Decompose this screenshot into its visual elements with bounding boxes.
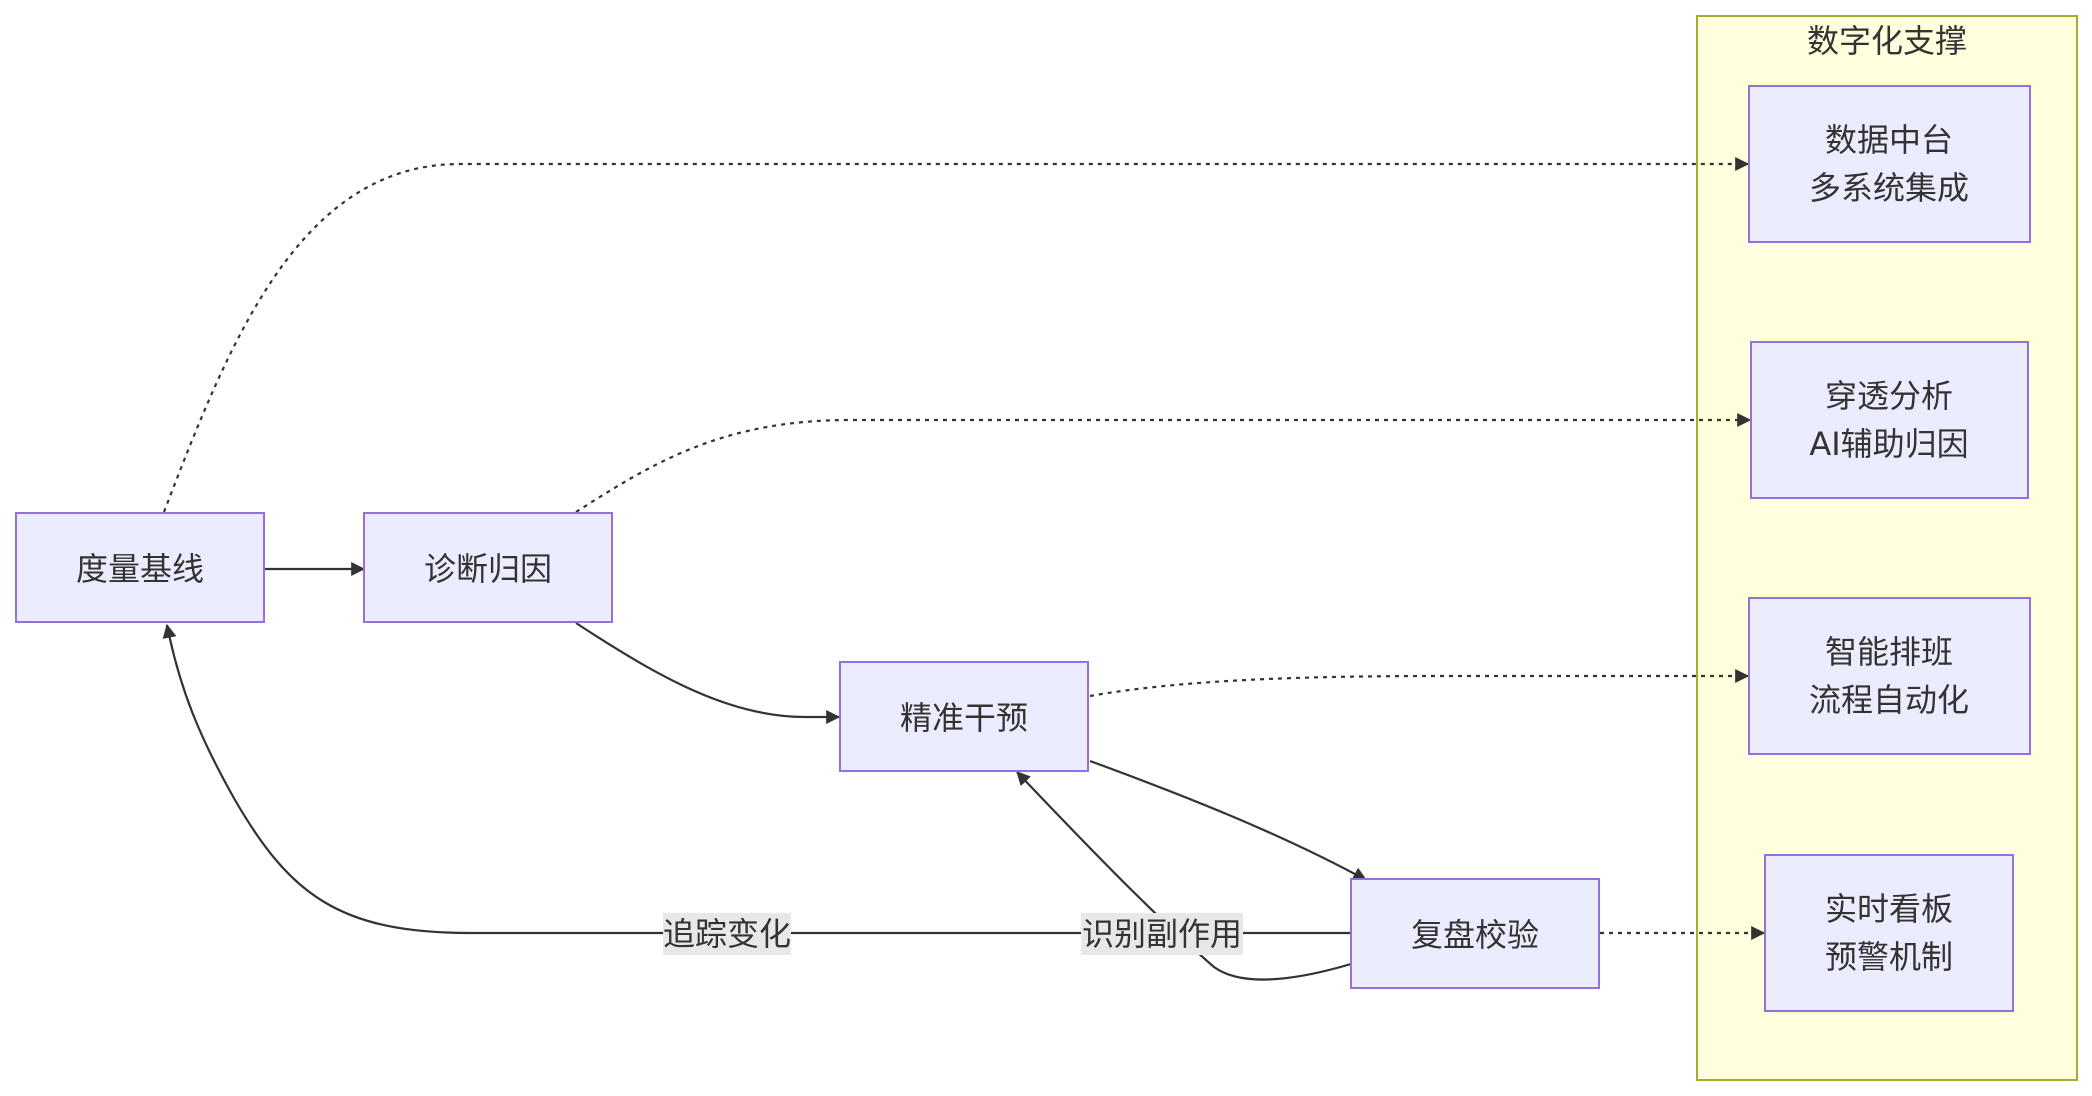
edge-review-to-baseline — [162, 623, 1351, 935]
edge-baseline-to-support1 — [162, 157, 1750, 513]
svg-text:识别副作用: 识别副作用 — [1082, 915, 1242, 953]
cluster-title: 数字化支撑 — [1807, 22, 1967, 60]
support-node-data-platform[interactable]: 数据中台 多系统集成 — [1748, 85, 2031, 243]
support-node-smart-scheduling-line2: 流程自动化 — [1809, 681, 1969, 719]
support-node-drill-analysis[interactable]: 穿透分析 AI辅助归因 — [1750, 341, 2029, 499]
edge-label-track: 追踪变化 — [663, 913, 791, 955]
support-node-data-platform-line1: 数据中台 — [1825, 121, 1953, 159]
support-node-realtime-dashboard[interactable]: 实时看板 预警机制 — [1764, 854, 2014, 1012]
support-node-smart-scheduling[interactable]: 智能排班 流程自动化 — [1748, 597, 2031, 755]
node-intervene[interactable]: 精准干预 — [839, 661, 1089, 772]
support-node-smart-scheduling-line1: 智能排班 — [1825, 633, 1953, 671]
node-review[interactable]: 复盘校验 — [1350, 878, 1600, 989]
node-review-label: 复盘校验 — [1411, 916, 1539, 954]
node-diagnose-label: 诊断归因 — [424, 550, 552, 588]
support-node-drill-analysis-line2: AI辅助归因 — [1809, 425, 1968, 463]
support-node-data-platform-line2: 多系统集成 — [1809, 169, 1969, 207]
edge-intervene-to-support3 — [1089, 669, 1750, 698]
edge-intervene-to-review — [1089, 759, 1368, 881]
node-intervene-label: 精准干预 — [900, 699, 1028, 737]
node-baseline-label: 度量基线 — [76, 550, 204, 588]
edge-diagnose-to-intervene — [575, 622, 841, 724]
support-node-drill-analysis-line1: 穿透分析 — [1825, 377, 1953, 415]
edge-label-side-effects: 识别副作用 — [1081, 913, 1243, 955]
support-node-realtime-dashboard-line2: 预警机制 — [1825, 938, 1953, 976]
support-node-realtime-dashboard-line1: 实时看板 — [1825, 890, 1953, 928]
edges — [162, 157, 1766, 981]
edge-diagnose-to-support2 — [575, 413, 1752, 513]
node-baseline[interactable]: 度量基线 — [15, 512, 265, 623]
svg-text:追踪变化: 追踪变化 — [663, 915, 791, 953]
edge-review-to-intervene — [1016, 771, 1352, 981]
node-diagnose[interactable]: 诊断归因 — [363, 512, 613, 623]
